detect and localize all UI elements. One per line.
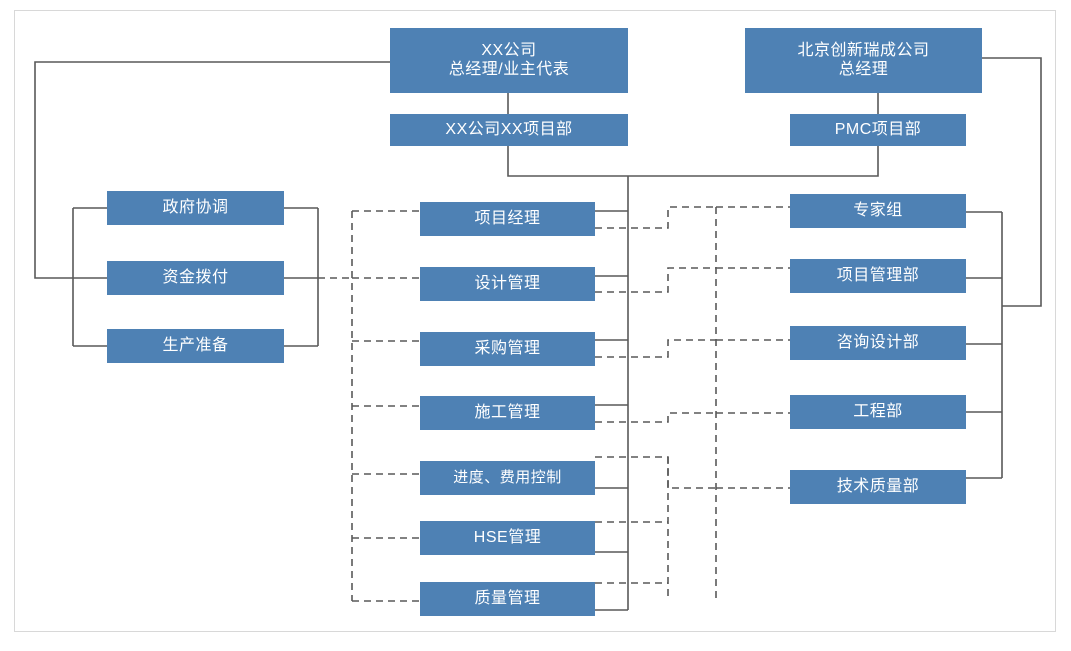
node-center-item-4[interactable]: 施工管理 <box>420 396 595 430</box>
node-pmc-company-general-manager[interactable]: 北京创新瑞成公司 总经理 <box>745 28 982 93</box>
center-item-7-label: 质量管理 <box>474 589 541 607</box>
right-item-5-label: 技术质量部 <box>836 477 920 495</box>
left-item-1-label: 政府协调 <box>162 198 229 216</box>
wire-center-5-to-right-interface <box>595 456 716 489</box>
node-right-item-4[interactable]: 工程部 <box>790 395 966 429</box>
node-left-item-1[interactable]: 政府协调 <box>107 191 284 225</box>
node-pmc-project-department[interactable]: PMC项目部 <box>790 114 966 146</box>
right-item-4-label: 工程部 <box>853 402 903 420</box>
node-right-item-3[interactable]: 咨询设计部 <box>790 326 966 360</box>
center-item-2-label: 设计管理 <box>474 274 541 292</box>
center-item-4-label: 施工管理 <box>474 403 541 421</box>
wire-center-4-to-right-interface <box>595 412 716 423</box>
center-item-1-label: 项目经理 <box>474 209 541 227</box>
node-right-item-2[interactable]: 项目管理部 <box>790 259 966 293</box>
right-item-3-label: 咨询设计部 <box>836 333 920 351</box>
node-right-item-5[interactable]: 技术质量部 <box>790 470 966 504</box>
node-owner-project-department[interactable]: XX公司XX项目部 <box>390 114 628 146</box>
node-center-item-6[interactable]: HSE管理 <box>420 521 595 555</box>
node-center-item-2[interactable]: 设计管理 <box>420 267 595 301</box>
node-right-item-1[interactable]: 专家组 <box>790 194 966 228</box>
right-item-1-label: 专家组 <box>853 201 903 219</box>
pmc-gm-line-1: 北京创新瑞成公司 <box>797 41 930 59</box>
center-item-6-label: HSE管理 <box>473 528 542 546</box>
wire-pmc-gm-to-right-branch <box>982 57 1042 307</box>
node-center-item-5[interactable]: 进度、费用控制 <box>420 461 595 495</box>
node-center-item-7[interactable]: 质量管理 <box>420 582 595 616</box>
center-item-3-label: 采购管理 <box>474 339 541 357</box>
pmc-gm-line-2: 总经理 <box>838 60 889 78</box>
wire-owner-dept-to-center-spine <box>507 146 628 177</box>
wire-owner-gm-to-left-branch <box>34 61 390 279</box>
node-left-item-2[interactable]: 资金拨付 <box>107 261 284 295</box>
owner-gm-line-1: XX公司 <box>481 41 537 59</box>
wire-center-1-to-right-interface <box>595 206 716 229</box>
center-item-5-label: 进度、费用控制 <box>453 469 562 487</box>
wire-center-2-to-right-interface <box>595 267 716 293</box>
left-item-3-label: 生产准备 <box>162 336 229 354</box>
node-center-item-1[interactable]: 项目经理 <box>420 202 595 236</box>
owner-project-dept-label: XX公司XX项目部 <box>445 120 573 138</box>
node-center-item-3[interactable]: 采购管理 <box>420 332 595 366</box>
right-item-2-label: 项目管理部 <box>836 266 920 284</box>
wire-pmc-dept-to-center-spine <box>628 146 879 177</box>
pmc-project-dept-label: PMC项目部 <box>834 120 922 138</box>
node-owner-general-manager[interactable]: XX公司 总经理/业主代表 <box>390 28 628 93</box>
left-item-2-label: 资金拨付 <box>162 268 229 286</box>
diagram-frame <box>14 10 1056 632</box>
wire-center-3-to-right-interface <box>595 339 716 358</box>
node-left-item-3[interactable]: 生产准备 <box>107 329 284 363</box>
owner-gm-line-2: 总经理/业主代表 <box>448 60 570 78</box>
